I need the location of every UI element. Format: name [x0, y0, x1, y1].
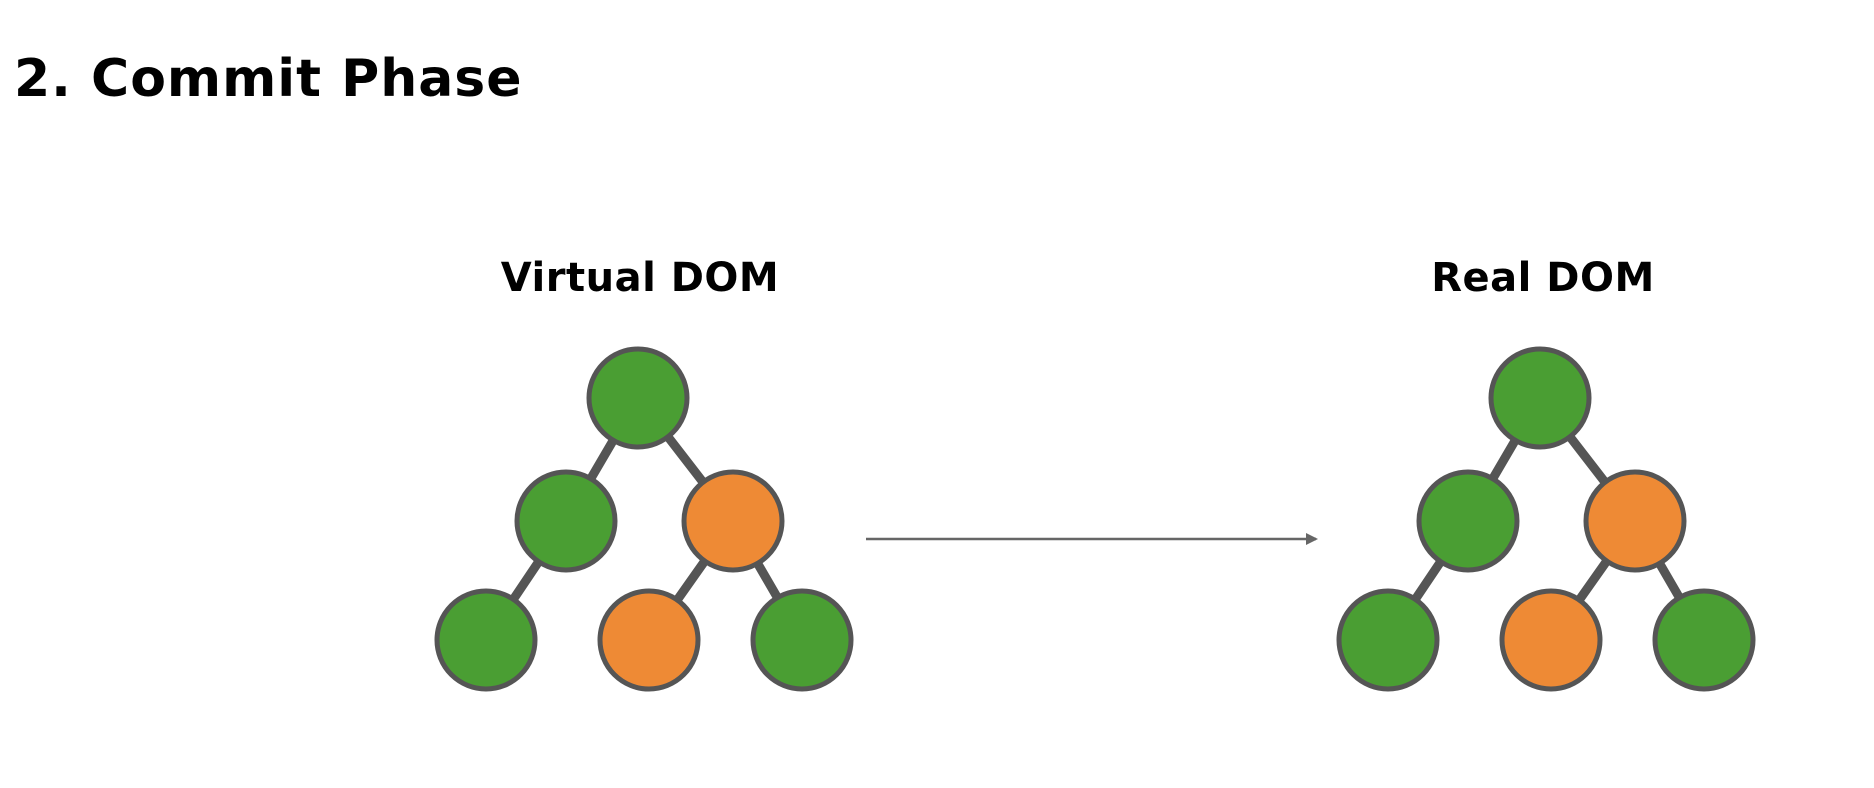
virtual-dom-node-right-left	[597, 588, 701, 692]
real-dom-tree	[1336, 346, 1756, 692]
real-dom-node-right	[1583, 469, 1687, 573]
real-dom-node-right-right	[1652, 588, 1756, 692]
virtual-dom-node-root	[586, 346, 690, 450]
virtual-dom-node-left-left	[434, 588, 538, 692]
virtual-dom-node-right	[681, 469, 785, 573]
page-title: 2. Commit Phase	[14, 49, 523, 109]
real-dom-label: Real DOM	[1431, 255, 1655, 301]
real-dom-node-root	[1488, 346, 1592, 450]
real-dom-node-left-left	[1336, 588, 1440, 692]
real-dom-node-right-left	[1499, 588, 1603, 692]
virtual-dom-label: Virtual DOM	[500, 255, 780, 301]
virtual-dom-node-right-right	[750, 588, 854, 692]
virtual-dom-tree	[434, 346, 854, 692]
real-dom-node-left	[1416, 469, 1520, 573]
virtual-dom-node-left	[514, 469, 618, 573]
